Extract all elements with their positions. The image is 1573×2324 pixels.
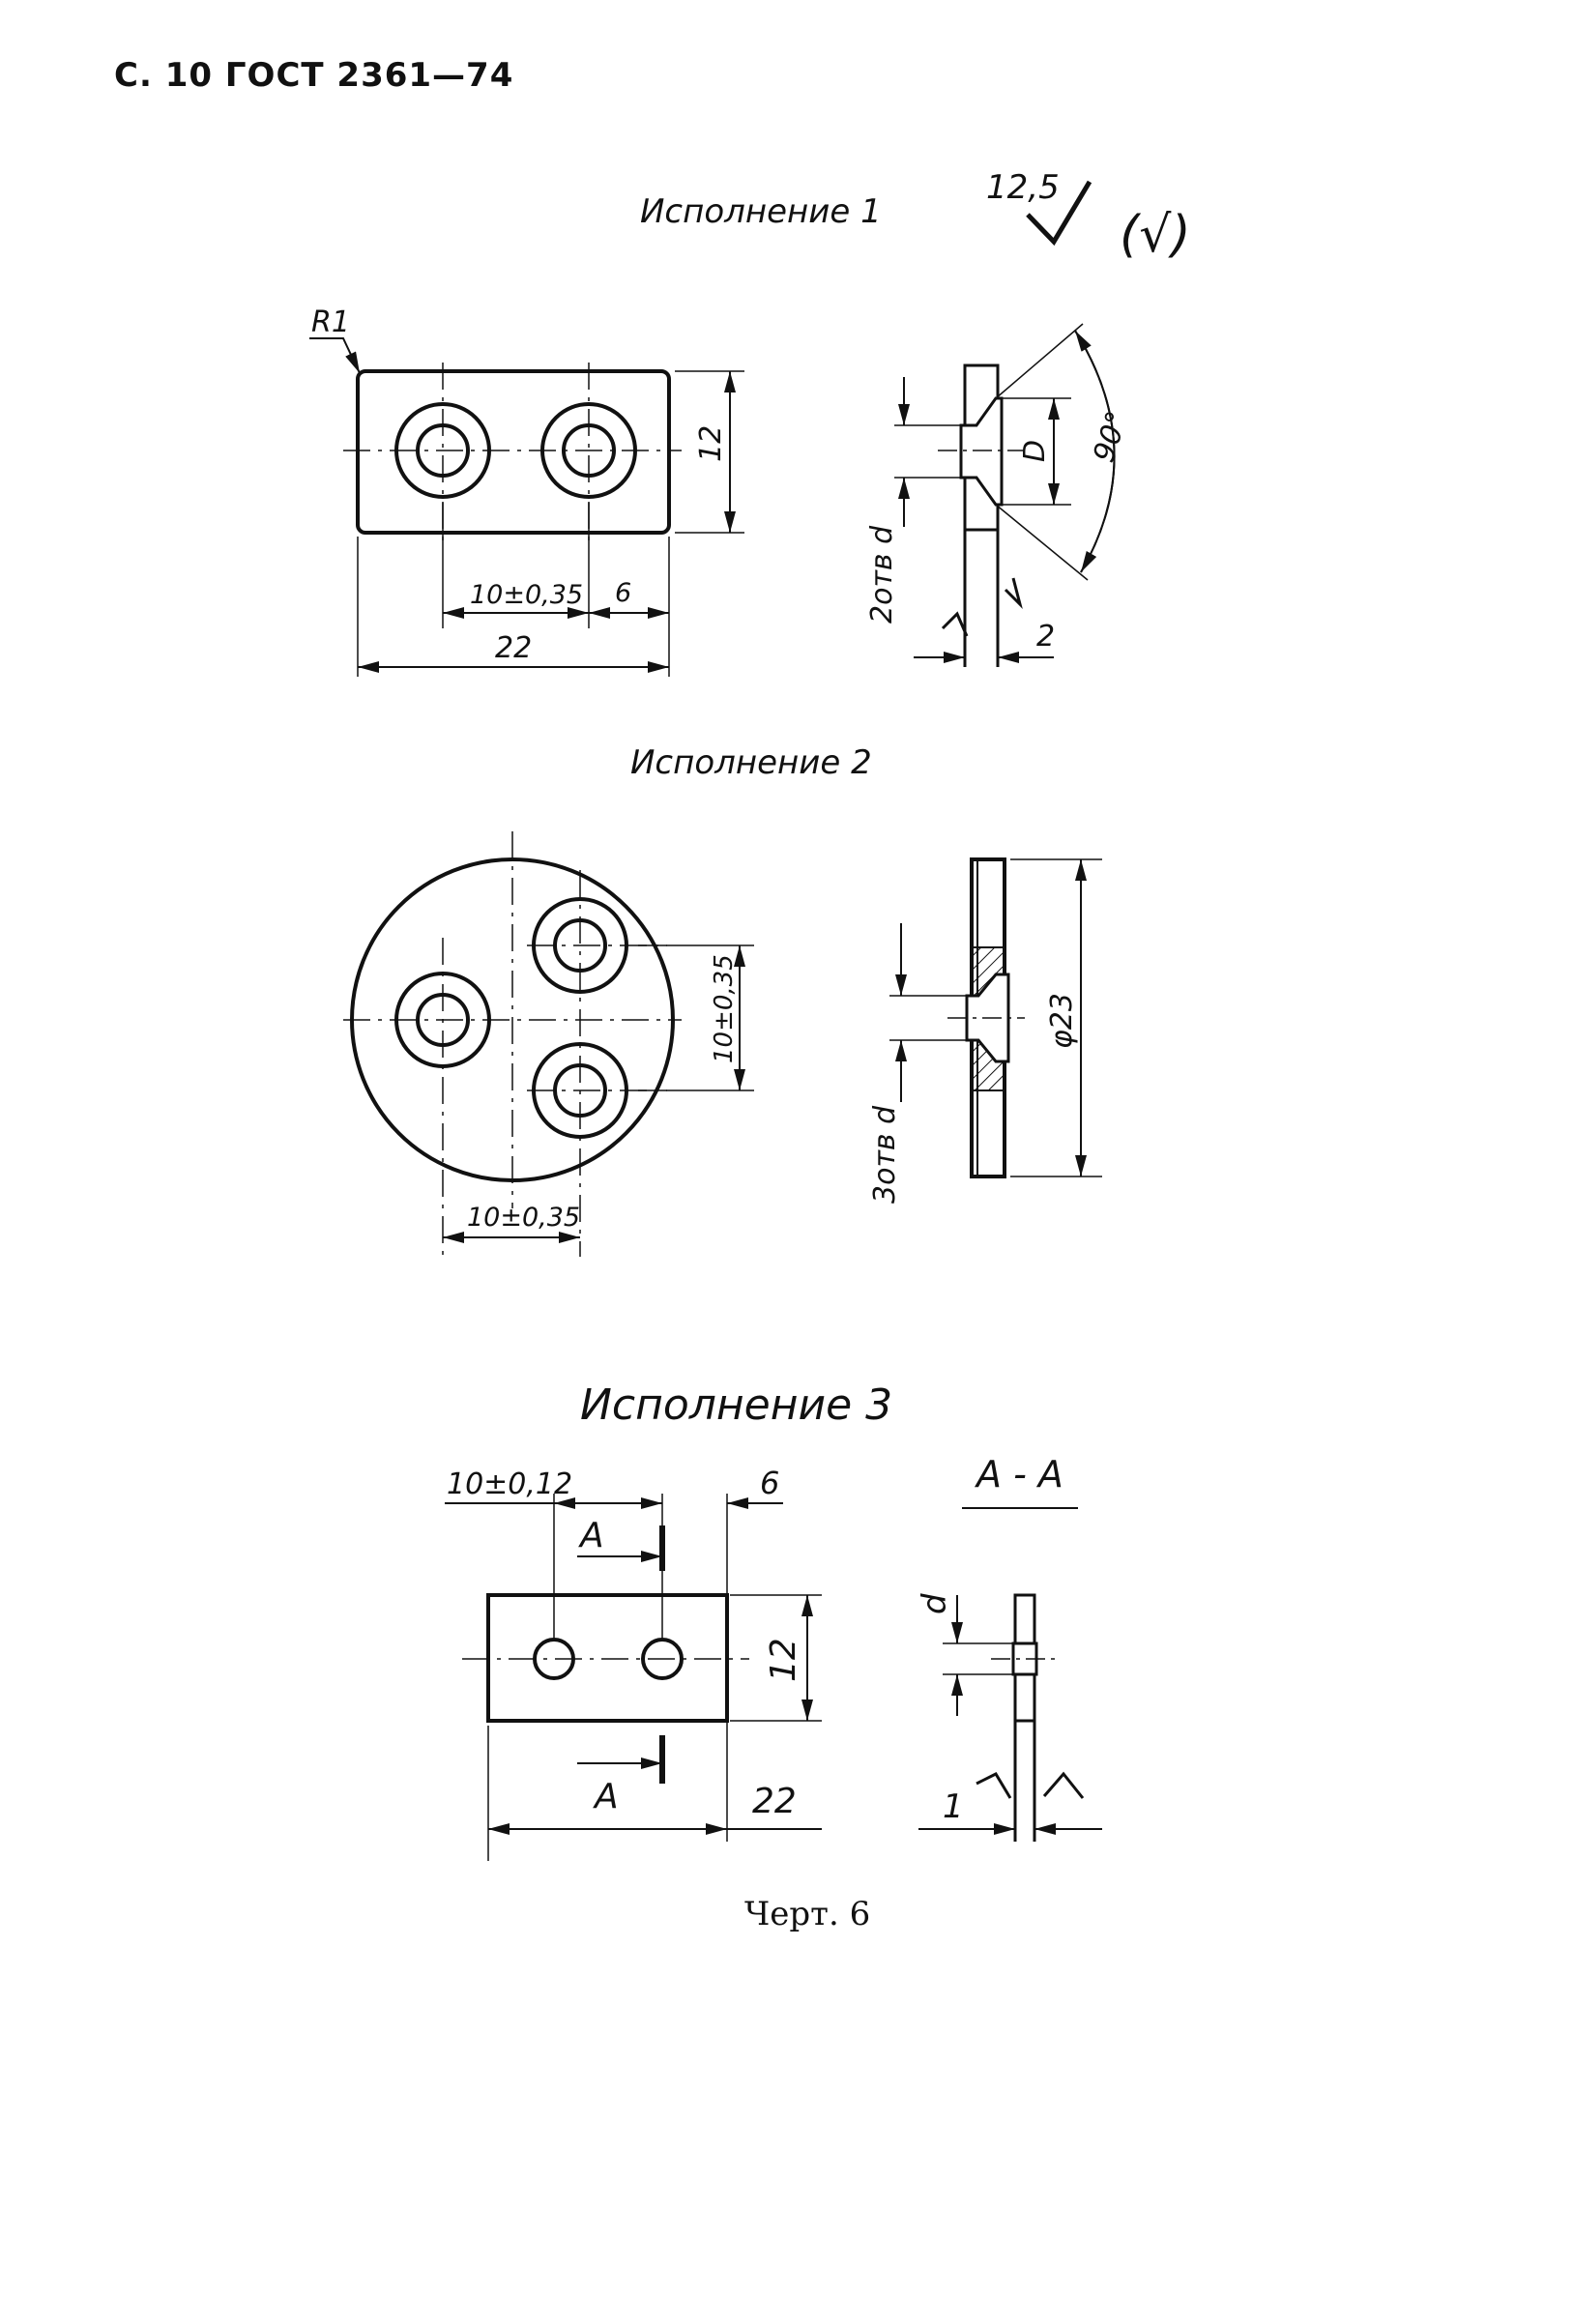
view1-front: R1 12 10±0,35 6 22 bbox=[309, 305, 744, 677]
view3-section: A - A d 1 bbox=[916, 1453, 1102, 1842]
view1-section: 2отв d D 90° 2 bbox=[865, 323, 1135, 667]
dim-10-035: 10±0,35 bbox=[470, 580, 583, 610]
standard-number: ГОСТ 2361—74 bbox=[224, 56, 514, 95]
dim-thickness-2: 2 bbox=[1036, 620, 1055, 654]
view-title-3: Исполнение 3 bbox=[580, 1380, 892, 1430]
roughness-paren: (√) bbox=[1120, 206, 1191, 264]
roughness-symbol: 12,5 (√) bbox=[986, 168, 1191, 264]
dim-D: D bbox=[1018, 440, 1052, 462]
view2-front: 10±0,35 10±0,35 bbox=[343, 831, 754, 1257]
dim-22-v3: 22 bbox=[752, 1782, 797, 1821]
figure-caption: Черт. 6 bbox=[744, 1895, 871, 1933]
roughness-mark bbox=[1004, 577, 1023, 609]
dim-22: 22 bbox=[495, 631, 532, 665]
plate-outline bbox=[356, 369, 671, 535]
roughness-mark bbox=[1042, 1771, 1085, 1799]
hole-countersink bbox=[540, 402, 637, 499]
hole bbox=[562, 423, 616, 478]
hole bbox=[416, 423, 470, 478]
dim-10-035-v: 10±0,35 bbox=[710, 954, 739, 1063]
dim-12: 12 bbox=[694, 425, 728, 462]
view-title-2: Исполнение 2 bbox=[630, 743, 872, 782]
view3-front: 10±0,12 6 12 22 A A bbox=[445, 1465, 822, 1861]
view-title-1: Исполнение 1 bbox=[640, 192, 882, 231]
dim-6-v3: 6 bbox=[760, 1465, 779, 1501]
dim-thickness-1: 1 bbox=[943, 1787, 964, 1826]
dim-phi23: φ23 bbox=[1045, 993, 1079, 1049]
hole-countersink bbox=[394, 402, 491, 499]
roughness-mark bbox=[941, 611, 969, 637]
page-number: С. 10 bbox=[114, 56, 214, 95]
section-label-top: A bbox=[578, 1516, 604, 1555]
plate-outline bbox=[486, 1593, 729, 1723]
roughness-value: 12,5 bbox=[986, 168, 1060, 207]
dim-6: 6 bbox=[615, 578, 631, 608]
roughness-mark bbox=[976, 1772, 1012, 1799]
dim-90: 90° bbox=[1087, 407, 1135, 466]
dim-10-035-h: 10±0,35 bbox=[467, 1203, 580, 1233]
view2-section: 3отв d φ23 bbox=[868, 857, 1102, 1204]
dim-2-holes: 2отв d bbox=[865, 525, 899, 624]
dim-r1: R1 bbox=[311, 305, 350, 339]
dim-d: d bbox=[916, 1593, 954, 1614]
dim-3-holes: 3отв d bbox=[868, 1105, 902, 1204]
page-header: С. 10 ГОСТ 2361—74 bbox=[114, 56, 513, 95]
section-title: A - A bbox=[974, 1453, 1063, 1496]
dim-10-012: 10±0,12 bbox=[447, 1467, 572, 1501]
dim-12-v3: 12 bbox=[764, 1638, 803, 1682]
section-label-bottom: A bbox=[593, 1777, 619, 1816]
